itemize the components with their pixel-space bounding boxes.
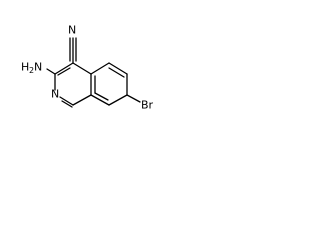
ring-nitrogen-label: N xyxy=(51,88,59,101)
amine-hydrogen-count-label: 2 xyxy=(29,66,34,75)
bond-c3-c4-double xyxy=(57,67,71,76)
bond-c1-c8a xyxy=(72,94,92,106)
nitrile-nitrogen-label: N xyxy=(68,24,76,37)
bond-n2-c1 xyxy=(59,96,74,106)
bond-c4a-c5 xyxy=(90,62,110,75)
bond-c5-c6 xyxy=(108,62,128,75)
bond-c4a-c4 xyxy=(72,62,92,75)
bromine-label: Br xyxy=(141,99,154,112)
bond-c3-amine xyxy=(46,68,56,75)
bond-c8-c8a xyxy=(90,94,110,106)
amine-nitrogen-label: N xyxy=(34,61,42,74)
bond-c5-c6-double xyxy=(108,67,125,78)
bond-c7-c8 xyxy=(108,94,128,106)
amine-hydrogen-label: H xyxy=(21,61,29,74)
bond-c7-bromine xyxy=(126,94,141,103)
chemical-structure-diagram: N H 2 N N Br xyxy=(21,24,154,112)
bond-c4-c3 xyxy=(54,62,74,75)
bonds xyxy=(46,37,141,108)
atom-labels: N H 2 N N Br xyxy=(21,24,154,112)
bond-c8-c8a-double xyxy=(94,92,109,101)
bond-n2-c1-double xyxy=(61,100,73,108)
